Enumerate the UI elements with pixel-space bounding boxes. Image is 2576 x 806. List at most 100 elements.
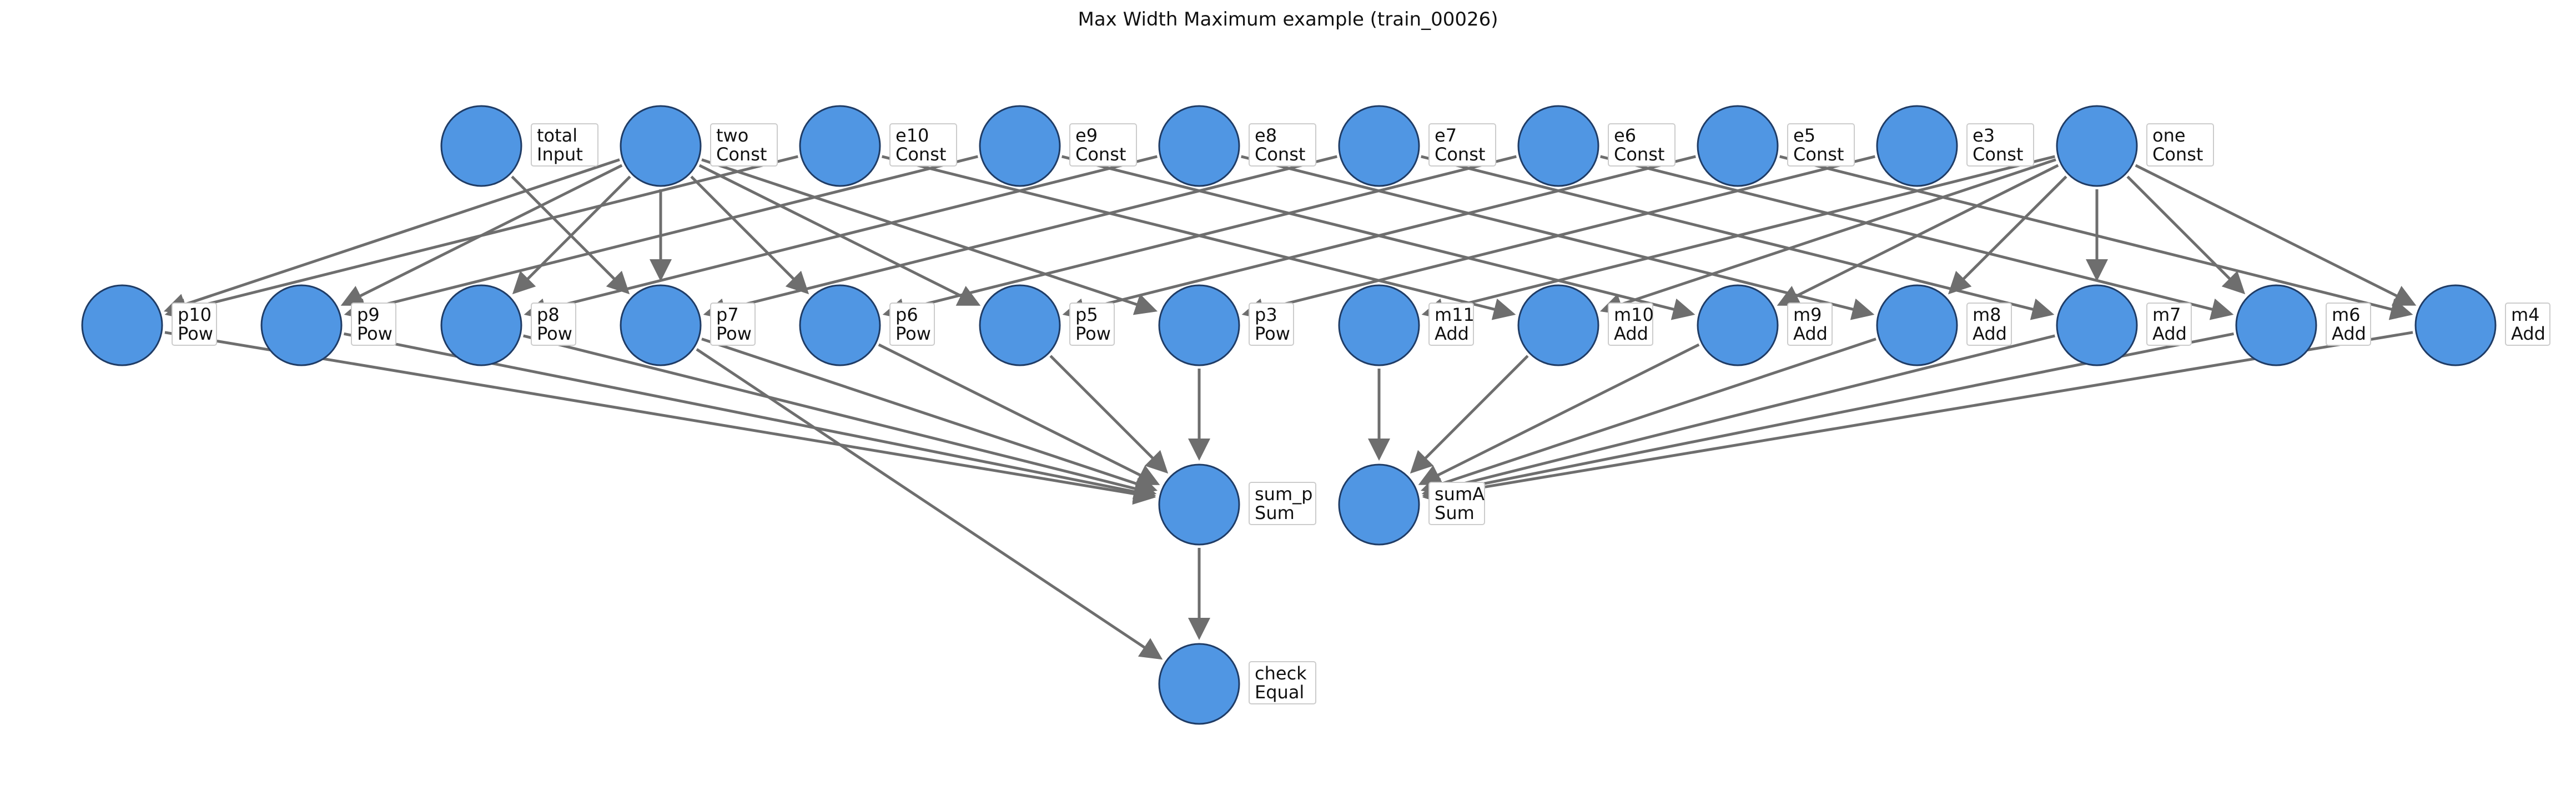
node-circle-p3[interactable] (1158, 284, 1240, 366)
node-label-box-sum_p (1249, 482, 1316, 525)
node-circle-e5[interactable] (1697, 105, 1779, 187)
node-type-one: Const (2152, 144, 2203, 165)
node-type-m8: Add (1973, 323, 2007, 344)
node-label-box-sumA (1428, 482, 1485, 525)
edge-m7-to-sumA (1421, 334, 2055, 500)
node-circle-one[interactable] (2056, 105, 2138, 187)
edge-e10-to-p10 (164, 155, 798, 320)
node-name-p6: p6 (895, 304, 918, 325)
node-type-p3: Pow (1255, 323, 1290, 344)
node-circle-e7[interactable] (1338, 105, 1420, 187)
edge-p7-to-check (696, 348, 1163, 660)
node-label-box-m4 (2505, 303, 2550, 346)
node-label-box-e5 (1787, 123, 1855, 167)
edge-p6-to-sum_p (878, 343, 1160, 485)
node-label-box-m10 (1608, 303, 1653, 346)
node-label-box-p6 (889, 303, 935, 346)
node-circle-sumA[interactable] (1338, 464, 1420, 546)
node-circle-m10[interactable] (1517, 284, 1599, 366)
edge-e7-to-p7 (703, 155, 1337, 320)
node-name-e7: e7 (1435, 125, 1457, 146)
node-circle-e9[interactable] (979, 105, 1061, 187)
node-circle-check[interactable] (1158, 643, 1240, 725)
node-type-e3: Const (1973, 144, 2023, 165)
node-circle-e3[interactable] (1876, 105, 1958, 187)
node-circle-p8[interactable] (440, 284, 522, 366)
edge-p7-to-sum_p (701, 337, 1158, 495)
node-circle-m9[interactable] (1697, 284, 1779, 366)
nodes-layer: totalInputtwoConste10Conste9Conste8Const… (81, 105, 2550, 725)
node-circle-p9[interactable] (260, 284, 343, 366)
node-circle-e6[interactable] (1517, 105, 1599, 187)
node-name-e9: e9 (1075, 125, 1098, 146)
node-circle-p7[interactable] (620, 284, 702, 366)
node-name-e6: e6 (1614, 125, 1636, 146)
node-name-m9: m9 (1793, 304, 1822, 325)
node-circle-m11[interactable] (1338, 284, 1420, 366)
node-name-one: one (2152, 125, 2186, 146)
node-type-m4: Add (2511, 323, 2545, 344)
edge-two-to-p6 (690, 175, 809, 295)
node-circle-m4[interactable] (2414, 284, 2497, 366)
node-label-box-p8 (531, 303, 576, 346)
node-circle-m7[interactable] (2056, 284, 2138, 366)
node-name-p5: p5 (1075, 304, 1098, 325)
node-circle-two[interactable] (620, 105, 702, 187)
node-type-p10: Pow (178, 323, 213, 344)
node-name-sumA: sumA (1435, 483, 1485, 505)
node-circle-p10[interactable] (81, 284, 163, 366)
node-label-box-p7 (710, 303, 756, 346)
node-name-sum_p: sum_p (1255, 483, 1312, 505)
node-circle-m8[interactable] (1876, 284, 1958, 366)
edge-one-to-m9 (1777, 164, 2059, 306)
node-circle-m6[interactable] (2235, 284, 2317, 366)
node-name-m8: m8 (1973, 304, 2001, 325)
node-circle-p6[interactable] (799, 284, 881, 366)
edge-one-to-m10 (1599, 158, 2056, 315)
edge-m8-to-sumA (1420, 337, 1876, 495)
node-circle-e10[interactable] (799, 105, 881, 187)
node-circle-p5[interactable] (979, 284, 1061, 366)
node-label-box-one (2146, 123, 2214, 167)
node-type-p6: Pow (895, 323, 931, 344)
node-circle-total[interactable] (440, 105, 522, 187)
node-name-p3: p3 (1255, 304, 1277, 325)
node-type-m6: Add (2332, 323, 2366, 344)
node-name-p9: p9 (357, 304, 380, 325)
node-circle-e8[interactable] (1158, 105, 1240, 187)
node-type-two: Const (716, 144, 767, 165)
node-type-total: Input (537, 144, 583, 165)
edge-two-to-p3 (701, 158, 1158, 315)
edge-e8-to-m8 (1241, 155, 1875, 320)
node-label-box-p5 (1069, 303, 1115, 346)
node-circle-sum_p[interactable] (1158, 464, 1240, 546)
node-label-box-m7 (2146, 303, 2192, 346)
